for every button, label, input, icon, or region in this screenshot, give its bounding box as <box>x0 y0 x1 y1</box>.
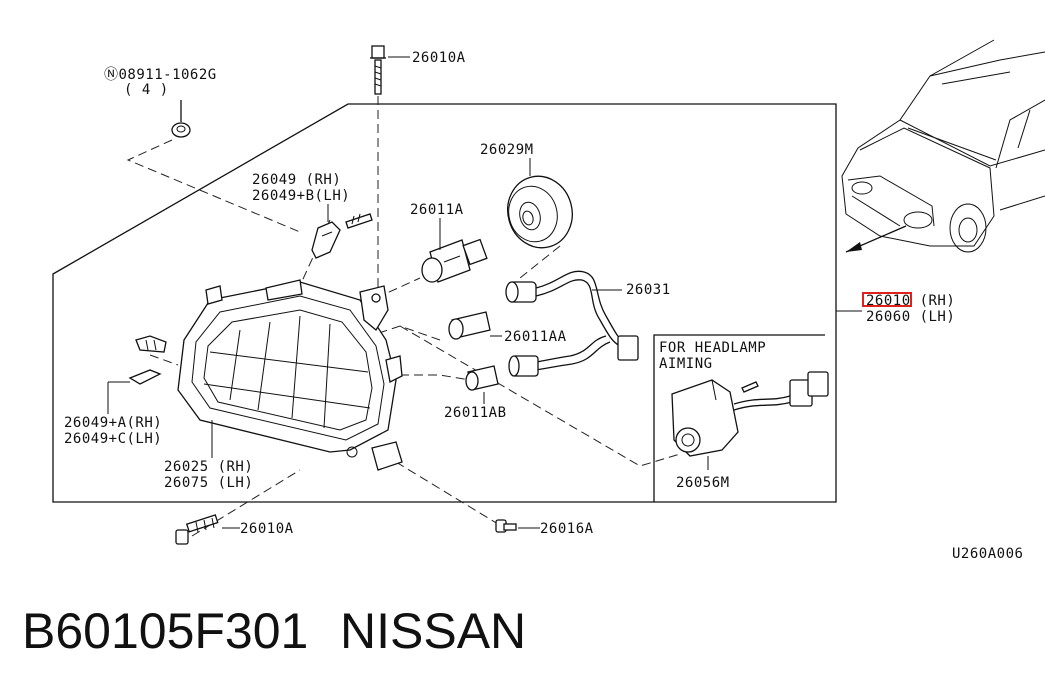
callout-26011AA: 26011AA <box>504 329 567 345</box>
bracket-26049A-icon <box>128 335 167 385</box>
harness-26031-icon <box>505 270 639 377</box>
callout-26010A-bottom: 26010A <box>240 521 294 537</box>
aiming-subframe <box>653 334 825 502</box>
aiming-section-subtitle: AIMING <box>659 356 713 372</box>
callout-26049-rh: 26049 (RH) <box>252 172 341 188</box>
callout-26010A-top: 26010A <box>412 50 466 66</box>
screw-26016A-icon <box>495 519 517 533</box>
callout-26049c-lh: 26049+C(LH) <box>64 431 162 447</box>
callout-26049b-lh: 26049+B(LH) <box>252 188 350 204</box>
callout-26056M: 26056M <box>676 475 730 491</box>
vehicle-location-icon <box>841 39 1045 253</box>
part-number: B60105F301 <box>22 603 308 659</box>
callout-26011A: 26011A <box>410 202 464 218</box>
callout-26075-lh: 26075 (LH) <box>164 475 253 491</box>
bulb-26011AA-icon <box>448 311 491 340</box>
brand-name: NISSAN <box>340 603 526 659</box>
bolt-top-icon <box>370 45 386 95</box>
highlight-box <box>862 292 912 307</box>
bracket-26049-icon <box>311 213 373 259</box>
callout-26060-lh: 26060 (LH) <box>866 309 955 325</box>
headlamp-assembly-icon <box>177 279 403 471</box>
bulb-26011A-icon <box>421 238 488 283</box>
nut-icon <box>171 100 191 138</box>
callout-nut: Ⓝ08911-1062G <box>104 67 217 83</box>
diagram-code: U260A006 <box>952 546 1023 562</box>
callout-26029M: 26029M <box>480 142 534 158</box>
callout-26011AB: 26011AB <box>444 405 507 421</box>
aiming-motor-icon <box>671 371 829 457</box>
bulb-cap-icon <box>507 175 573 249</box>
callout-nut-qty: ( 4 ) <box>124 82 169 98</box>
callout-26016A: 26016A <box>540 521 594 537</box>
aiming-section-title: FOR HEADLAMP <box>659 340 766 356</box>
bolt-bottom-icon <box>175 514 219 545</box>
callout-26031: 26031 <box>626 282 671 298</box>
callout-26025-rh: 26025 (RH) <box>164 459 253 475</box>
callout-26049a-rh: 26049+A(RH) <box>64 415 162 431</box>
bulb-26011AB-icon <box>465 365 499 391</box>
assembly-frame <box>52 103 837 503</box>
